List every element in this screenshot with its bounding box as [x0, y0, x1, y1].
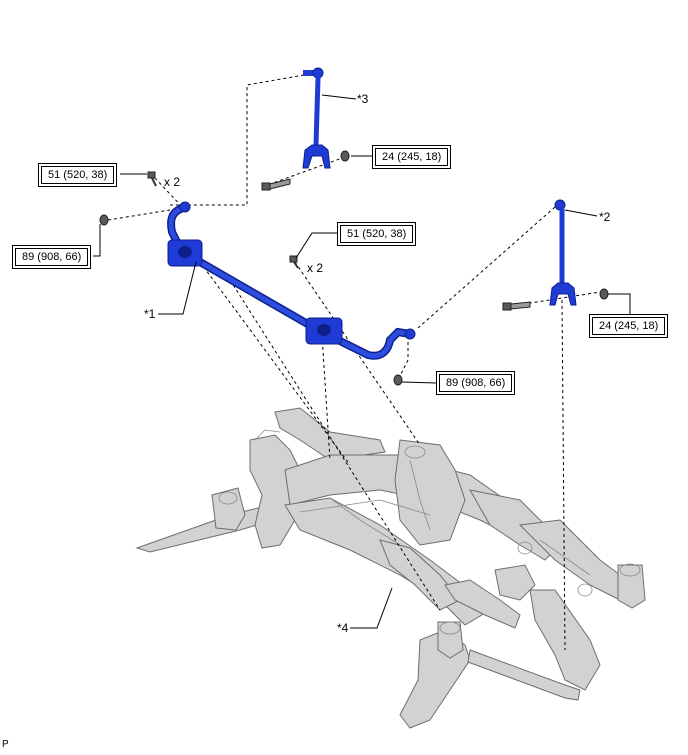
callout-label-2: *2 [599, 210, 611, 224]
fasteners [99, 150, 609, 386]
torque-value: 89 (908, 66) [15, 248, 89, 266]
callout-leaders [93, 94, 631, 629]
stabilizer-bar [167, 201, 416, 360]
torque-spec-left-clamp: 51 (520, 38) [38, 163, 118, 187]
torque-spec-right-link-nut: 89 (908, 66) [436, 371, 516, 395]
illustration-code: P [2, 739, 9, 750]
callout-label-1: *1 [144, 307, 156, 321]
torque-value: 51 (520, 38) [340, 225, 414, 243]
quantity-label: x 2 [164, 175, 181, 189]
callout-label-3: *3 [357, 92, 369, 106]
frame-detail-lines [218, 429, 641, 635]
torque-value: 89 (908, 66) [439, 374, 513, 392]
torque-value: 51 (520, 38) [41, 166, 115, 184]
torque-value: 24 (245, 18) [375, 148, 449, 166]
assembly-dashed-lines [107, 74, 601, 651]
stabilizer-link-rh [549, 199, 577, 306]
torque-value: 24 (245, 18) [592, 317, 666, 335]
quantity-label: x 2 [307, 261, 324, 275]
rear-suspension-member [135, 407, 646, 729]
torque-spec-rh-link-nut: 24 (245, 18) [589, 314, 669, 338]
torque-spec-left-link-nut: 89 (908, 66) [12, 245, 92, 269]
torque-spec-lh-link-nut: 24 (245, 18) [372, 145, 452, 169]
callout-label-4: *4 [337, 621, 349, 635]
stabilizer-link-lh [302, 67, 331, 169]
torque-spec-right-clamp: 51 (520, 38) [337, 222, 417, 246]
